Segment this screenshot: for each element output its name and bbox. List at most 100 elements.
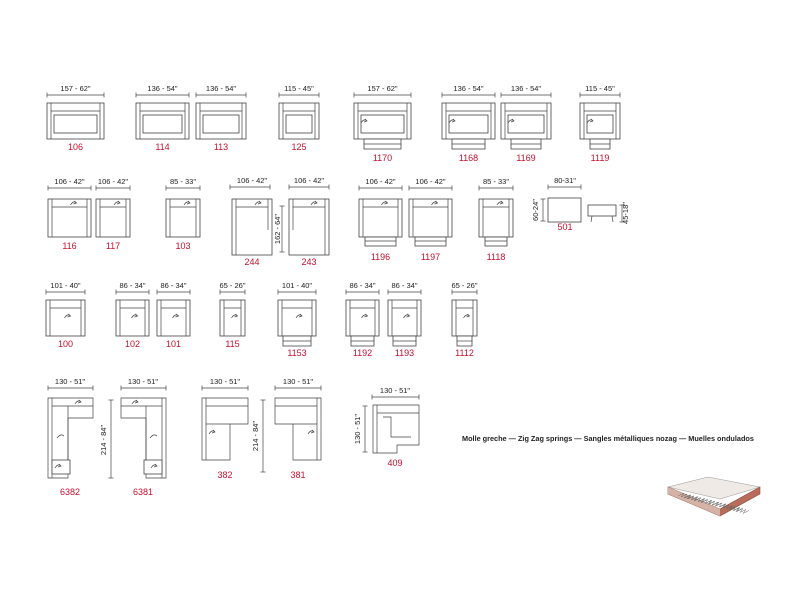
corner-dimension-right: 214 - 84" [251,399,266,473]
mechanism-icon [496,200,504,206]
dimension-label: 86 - 34" [119,281,145,290]
mechanism-icon [113,200,121,206]
mechanism-icon [70,200,78,206]
module-code: 106 [68,142,83,152]
module-1169: 136 - 54"1169 [500,84,552,163]
pouf-side [587,204,617,217]
corner-dimension-left: 214 - 84" [99,399,114,479]
module-code: 381 [290,470,305,480]
footrest [364,236,397,247]
dimension-label: 130 - 51" [353,414,362,445]
footrest [484,236,508,247]
dimension-label: 214 - 84" [99,425,108,456]
mechanism-icon [507,118,515,124]
outline [408,198,453,238]
dimension-label: 85 - 33" [483,177,509,186]
module-113: 136 - 54"113 [195,84,247,152]
module-1118: 85 - 33" 1118 [478,177,514,262]
footrest [143,459,163,475]
zigzag-spring [698,498,715,505]
dimension-label: 157 - 62" [60,84,91,93]
module-6381: 130 - 51" 6381 [120,377,167,497]
module-code: 1112 [455,348,474,358]
dimension-label: 106 - 42" [365,177,396,186]
mechanism-icon [231,313,239,319]
module-code: 115 [225,339,239,349]
seat-cushion [53,114,98,134]
module-code: 1197 [421,252,440,262]
mechanism-icon [54,463,62,469]
mechanism-icon [254,200,262,206]
dimension-label: 157 - 62" [367,84,398,93]
module-102: 86 - 34"102 [115,281,150,349]
module-244: 106 - 42"244 [229,176,273,267]
outline [156,299,191,337]
mechanism-icon [310,200,318,206]
mechanism-icon [361,313,369,319]
module-116: 106 - 42"116 [47,177,92,251]
dimension-label: 86 - 34" [349,281,375,290]
dimension-label: 136 - 54" [147,84,178,93]
zigzag-spring [719,503,736,511]
mechanism-icon [131,399,139,405]
module-382: 130 - 51"382 [201,377,249,480]
corner-outline [201,397,249,461]
module-code: 101 [166,339,181,349]
mechanism-icon [172,313,180,319]
outline [95,198,131,238]
module-100: 101 - 40"100 [45,281,86,349]
dimension-label: 106 - 42" [415,177,446,186]
dimension-label: 130 - 51" [380,386,411,395]
module-1170: 157 - 62"1170 [353,84,412,163]
module-117: 106 - 42"117 [95,177,131,251]
module-code: 501 [557,222,572,232]
dimension-label: 60-24" [531,199,540,221]
dimension-label: 130 - 51" [210,377,241,386]
seat-cushion [586,114,614,134]
dimension-label: 86 - 34" [391,281,417,290]
dimension-label: 136 - 54" [206,84,237,93]
mechanism-icon [360,118,368,124]
dimension-label: 130 - 51" [55,377,86,386]
zigzag-spring [677,492,694,500]
module-1196: 106 - 42"1196 [358,177,403,262]
module-6382: 130 - 51"6382 [47,377,94,497]
mechanism-icon [448,118,456,124]
dimension-label: 85 - 33" [170,177,196,186]
outline [47,198,92,238]
module-code: 114 [155,142,169,152]
zigzag-spring [712,501,729,509]
outline [165,198,201,238]
legend-text: Molle greche — Zig Zag springs — Sangles… [462,434,754,443]
module-code: 117 [106,241,120,251]
outline [277,299,317,337]
module-code: 1153 [287,348,306,358]
module-code: 1168 [459,153,478,163]
module-code: 6381 [133,487,153,497]
mechanism-icon [463,313,471,319]
dimension-label: 106 - 42" [294,176,325,185]
mechanism-icon [64,313,72,319]
corner-outline [372,404,420,454]
mechanism-icon [307,429,315,435]
module-code: 1118 [487,252,506,262]
mechanism-icon [586,118,594,124]
detail-line [383,416,411,438]
module-code: 1192 [353,348,372,358]
corner-outline [274,397,322,461]
pouf-legs [590,215,614,223]
zigzag-spring [726,505,743,512]
dimension-label: 130 - 51" [128,377,159,386]
module-381: 130 - 51"381 [274,377,322,480]
module-1153: 101 - 40"1153 [277,281,317,358]
mechanism-icon [149,434,158,439]
dimension-label: 106 - 42" [54,177,85,186]
module-code: 1193 [395,348,414,358]
mechanism-icon [403,313,411,319]
seat-cushion [285,114,313,134]
outline [478,198,514,238]
zigzag-spring [691,496,708,503]
dimension-label: 86 - 34" [160,281,186,290]
